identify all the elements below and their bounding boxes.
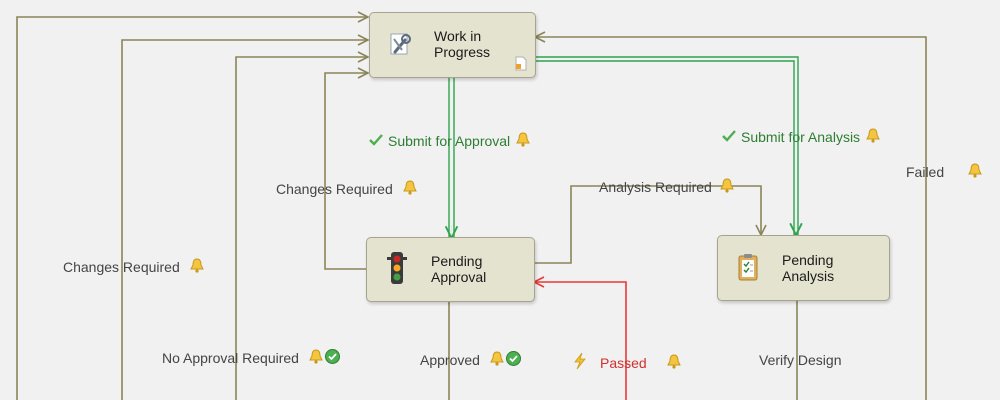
lightning-icon (573, 352, 587, 373)
node-label: Work in Progress (434, 28, 491, 60)
connector-changes-required-inner (324, 73, 368, 270)
transition-label: Failed (906, 164, 945, 180)
transition-label: Analysis Required (599, 179, 712, 195)
transition-label: Submit for Approval (388, 133, 511, 149)
transition-label: Passed (600, 354, 647, 371)
connector-passed (534, 282, 627, 400)
bell-icon (189, 258, 205, 276)
transition-analysis-required[interactable]: Analysis Required (599, 178, 735, 196)
connector-analysis-required (533, 185, 761, 264)
approved-check-icon (324, 349, 340, 367)
connector-submit-for-analysis (535, 56, 799, 235)
transition-approved[interactable]: Approved (420, 351, 521, 369)
document-icon (515, 56, 527, 76)
checkmark-icon (722, 129, 736, 146)
transition-label: Changes Required (276, 181, 393, 197)
transition-failed[interactable]: Failed (906, 163, 983, 181)
transition-label: Changes Required (63, 259, 180, 275)
bell-icon (308, 349, 324, 367)
transition-submit-for-approval[interactable]: Submit for Approval (369, 132, 531, 150)
approved-check-icon (505, 351, 521, 369)
transition-label: No Approval Required (162, 350, 299, 366)
connector-no-approval-required (235, 57, 368, 400)
bell-icon (402, 180, 418, 198)
traffic-light-icon (387, 251, 407, 290)
transition-label: Submit for Analysis (741, 129, 861, 145)
node-label: Pending Analysis (782, 252, 835, 284)
bell-icon (865, 128, 881, 146)
connector-failed (535, 37, 927, 400)
bell-icon (515, 132, 531, 150)
transition-changes-required-outer[interactable]: Changes Required (63, 258, 205, 276)
transition-label: Verify Design (759, 352, 842, 368)
tools-icon (388, 32, 414, 63)
node-work-in-progress[interactable]: Work in Progress (369, 12, 536, 78)
node-pending-approval[interactable]: Pending Approval (366, 237, 535, 302)
bell-icon (666, 353, 682, 372)
transition-verify-design[interactable]: Verify Design (759, 352, 841, 368)
bell-icon (489, 351, 505, 369)
transition-label: Approved (420, 352, 480, 368)
clipboard-icon (737, 253, 759, 286)
transition-changes-required-inner[interactable]: Changes Required (276, 180, 418, 198)
transition-submit-for-analysis[interactable]: Submit for Analysis (722, 128, 881, 146)
connector-submit-for-approval (448, 78, 455, 238)
node-label: Pending Approval (431, 253, 487, 285)
connector-outer-loop-1 (16, 17, 368, 400)
checkmark-icon (369, 133, 383, 150)
bell-icon (967, 163, 983, 181)
transition-passed[interactable]: Passed (573, 352, 682, 373)
transition-no-approval-required[interactable]: No Approval Required (162, 349, 340, 367)
bell-icon (719, 178, 735, 196)
connector-changes-required-outer (121, 40, 368, 400)
node-pending-analysis[interactable]: Pending Analysis (717, 235, 890, 301)
